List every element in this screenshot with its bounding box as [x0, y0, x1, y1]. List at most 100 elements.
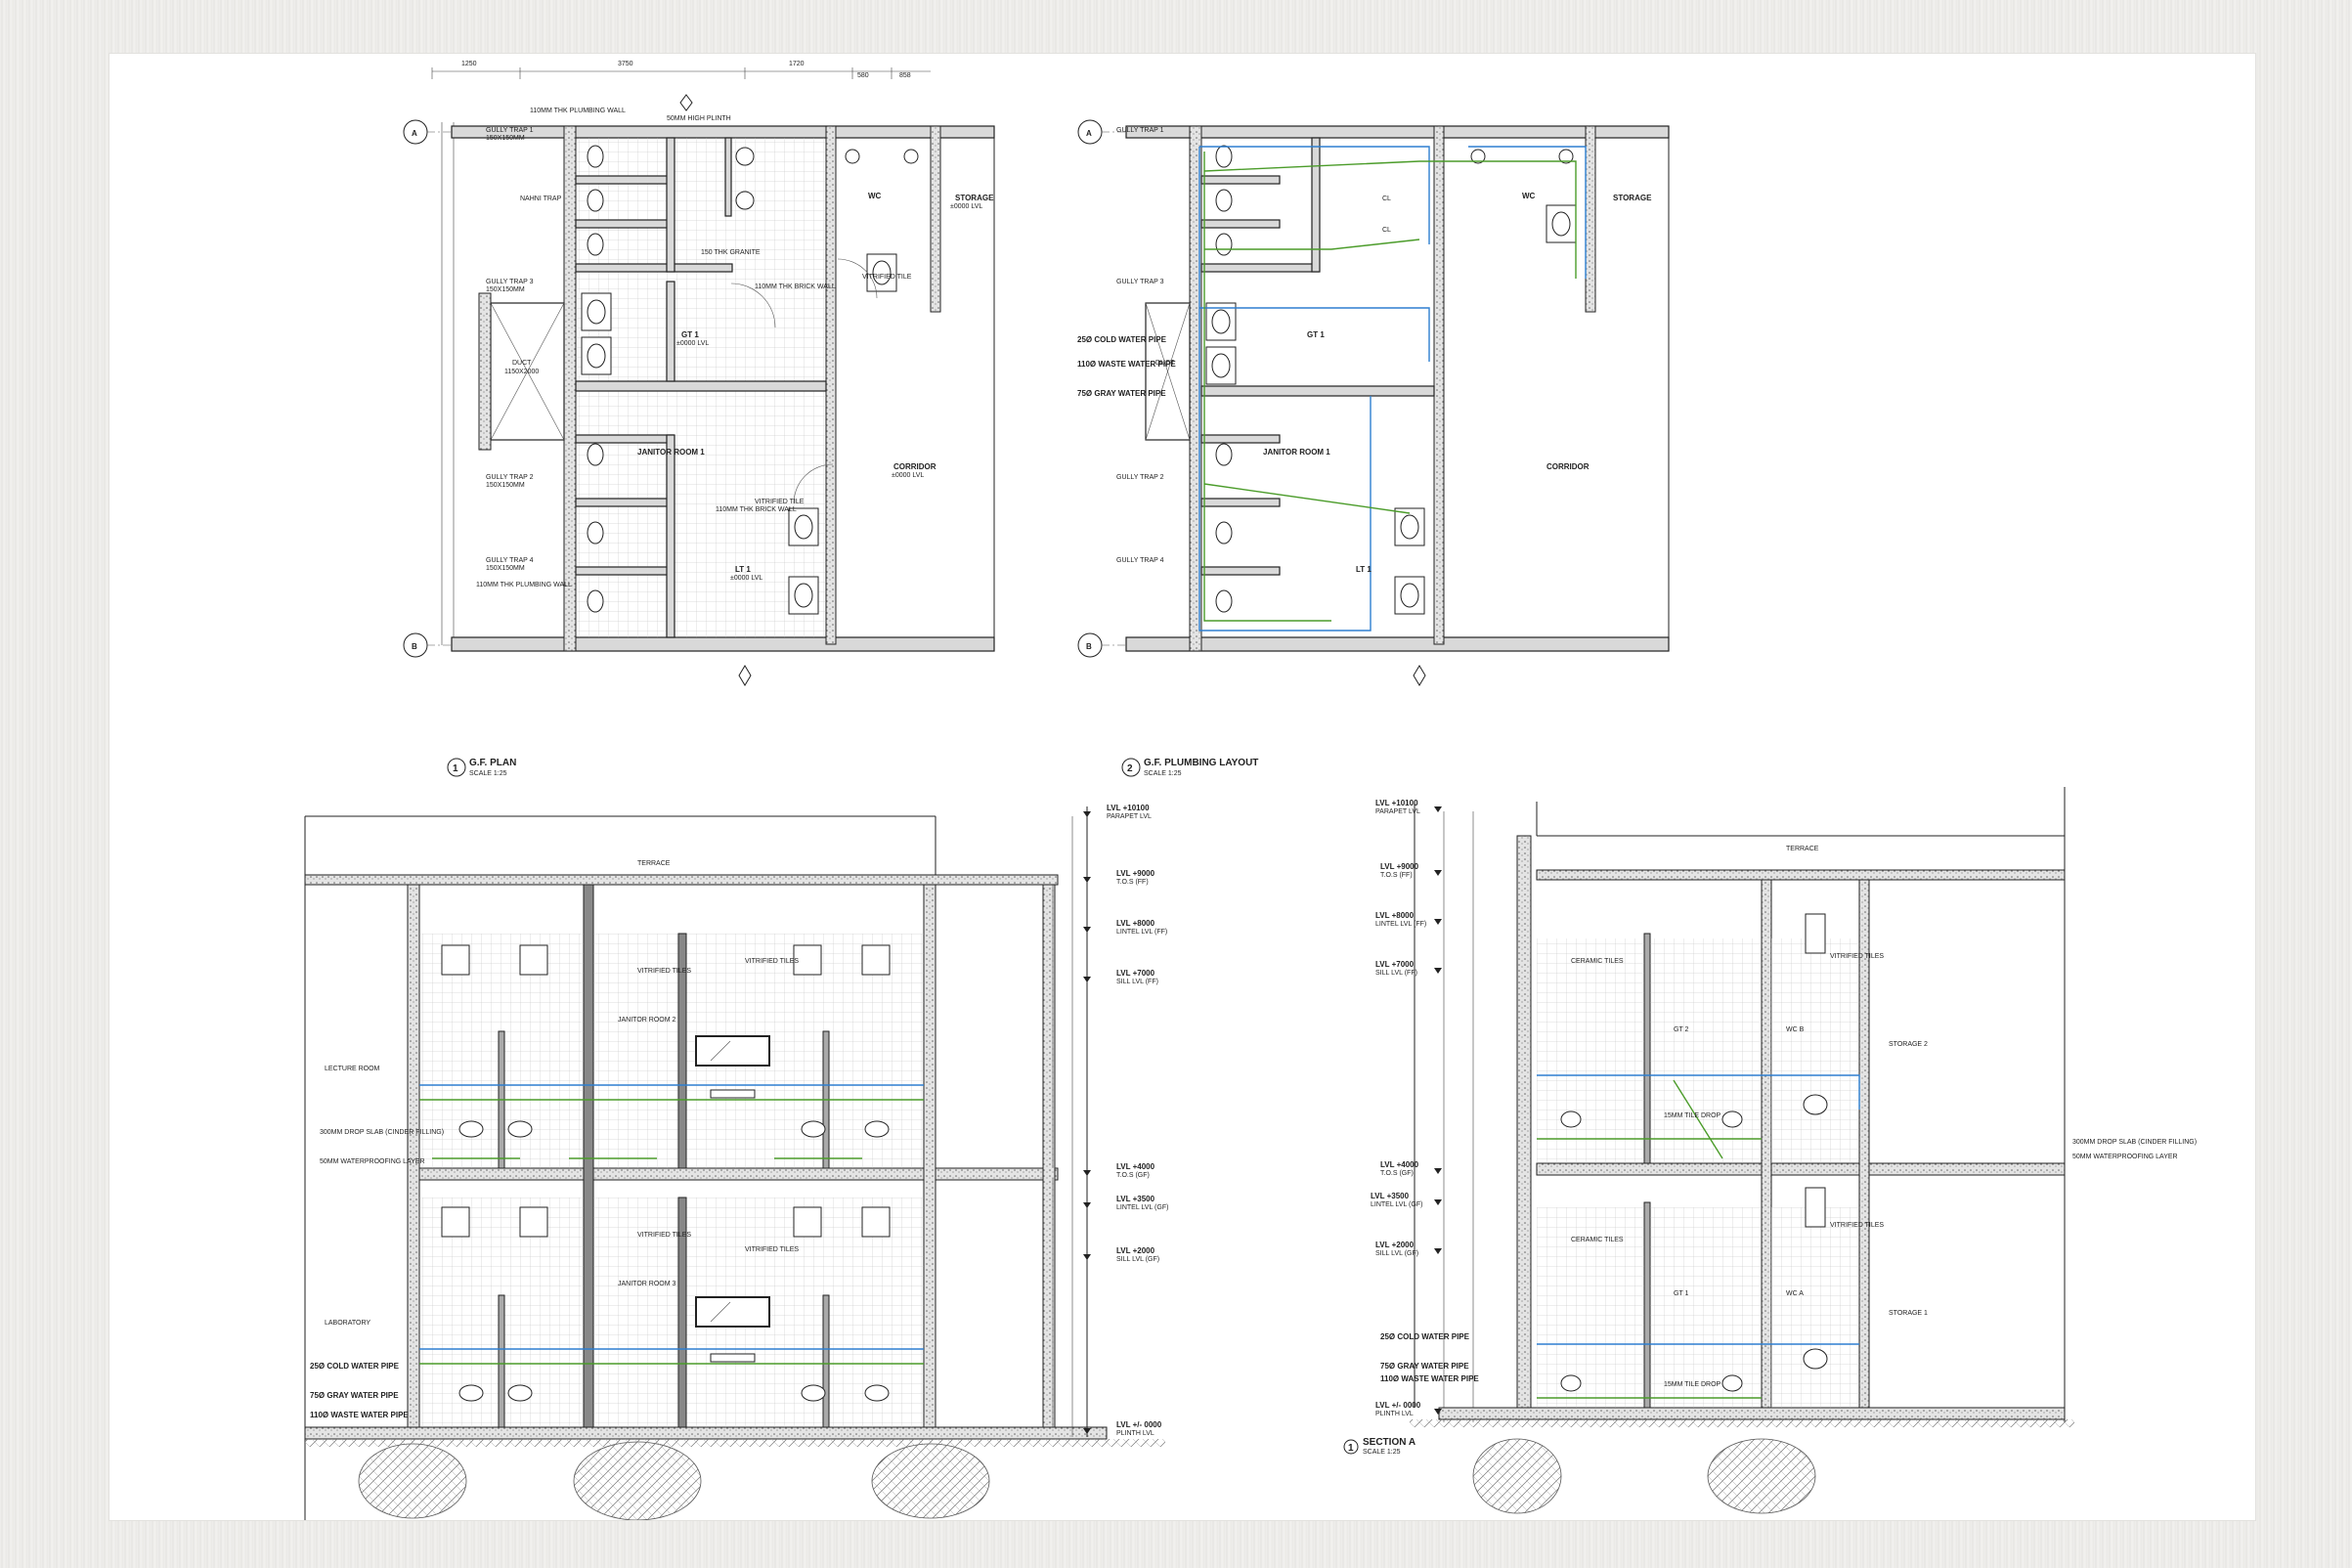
svg-text:PLINTH LVL: PLINTH LVL [1116, 1430, 1154, 1437]
level-sill-gf: LVL +2000 SILL LVL (GF) [1083, 1246, 1159, 1263]
section-dropslab: 300MM DROP SLAB (CINDER FILLING) [2072, 1139, 2197, 1146]
plumbing-gully2: GULLY TRAP 2 [1116, 474, 1164, 481]
note-gully1-size: 150X150MM [486, 135, 525, 142]
note-gully3: GULLY TRAP 3 [486, 279, 534, 285]
elev-dropslab: 300MM DROP SLAB (CINDER FILLING) [320, 1129, 444, 1136]
plumbing-corridor-label: CORRIDOR [1546, 462, 1590, 471]
section-storage1: STORAGE 1 [1889, 1310, 1928, 1317]
section-gt1: GT 1 [1674, 1290, 1689, 1297]
plan-scale: SCALE 1:25 [469, 770, 507, 777]
plumbing-title: G.F. PLUMBING LAYOUT [1144, 758, 1258, 768]
level-sill-ff: LVL +7000 SILL LVL (FF) [1083, 969, 1158, 985]
plumbing-scale: SCALE 1:25 [1144, 770, 1182, 777]
plan-title-bubble [447, 758, 466, 777]
elev-terrace: TERRACE [637, 860, 671, 867]
plumbing-gully4: GULLY TRAP 4 [1116, 557, 1164, 564]
plan-janitor-label: JANITOR ROOM 1 [637, 448, 705, 457]
svg-text:SILL LVL (GF): SILL LVL (GF) [1116, 1256, 1159, 1263]
svg-text:T.O.S (GF): T.O.S (GF) [1380, 1170, 1414, 1177]
section-scale: SCALE 1:25 [1363, 1449, 1401, 1456]
level-lintel-ff: LVL +8000 LINTEL LVL (FF) [1083, 919, 1167, 936]
section-ceramic-2: CERAMIC TILES [1571, 1237, 1624, 1243]
architectural-drawing: 1250 3750 1720 580 858 A B [304, 61, 2197, 1520]
level-parapet: LVL +10100 PARAPET LVL [1083, 804, 1152, 820]
plumbing-gully3: GULLY TRAP 3 [1116, 279, 1164, 285]
svg-text:PARAPET LVL: PARAPET LVL [1107, 813, 1152, 820]
note-vitrified: VITRIFIED TILE [862, 274, 912, 281]
svg-text:T.O.S (FF): T.O.S (FF) [1380, 872, 1413, 879]
svg-text:LVL +4000: LVL +4000 [1116, 1162, 1155, 1171]
dim-1: 1250 [461, 61, 477, 67]
section-tiledrop-1: 15MM TILE DROP [1664, 1112, 1721, 1119]
grid-label-a: A [412, 129, 417, 138]
ground-floor-plan: 1250 3750 1720 580 858 A B [403, 61, 995, 777]
section-vit-1: VITRIFIED TILES [1830, 953, 1884, 960]
plumbing-pipe-gray: 75Ø GRAY WATER PIPE [1077, 389, 1166, 398]
level-markers: LVL +10100 PARAPET LVL LVL +9000 T.O.S (… [1052, 804, 1168, 1437]
note-gully1: GULLY TRAP 1 [486, 127, 534, 134]
elev-janitor2: JANITOR ROOM 2 [618, 1017, 675, 1024]
plumbing-pipe-cold: 25Ø COLD WATER PIPE [1077, 335, 1167, 344]
note-brick: 110MM THK BRICK WALL [755, 283, 836, 290]
note-nahni: NAHNI TRAP [520, 196, 562, 202]
svg-text:LVL +7000: LVL +7000 [1116, 969, 1155, 978]
elev-pipe-waste: 110Ø WASTE WATER PIPE [310, 1411, 409, 1419]
section-pipe-cold: 25Ø COLD WATER PIPE [1380, 1332, 1470, 1341]
svg-text:PARAPET LVL: PARAPET LVL [1375, 808, 1420, 815]
elev-vit-2: VITRIFIED TILES [745, 1246, 799, 1253]
svg-text:SILL LVL (GF): SILL LVL (GF) [1375, 1250, 1418, 1257]
plan-title-number: 1 [453, 763, 458, 774]
elev-vit-3: VITRIFIED TILES [637, 968, 691, 975]
svg-text:LVL +3500: LVL +3500 [1371, 1192, 1410, 1200]
section-levels: LVL +10100 PARAPET LVL LVL +9000 T.O.S (… [1371, 799, 1442, 1417]
svg-text:LVL +8000: LVL +8000 [1116, 919, 1155, 928]
elev-vit-4: VITRIFIED TILES [637, 1232, 691, 1239]
svg-text:LVL +/- 0000: LVL +/- 0000 [1375, 1401, 1421, 1410]
section-a: LVL +10100 PARAPET LVL LVL +9000 T.O.S (… [1343, 787, 2197, 1514]
svg-text:T.O.S (GF): T.O.S (GF) [1116, 1172, 1150, 1179]
note-plumbing-wall-2: 110MM THK PLUMBING WALL [476, 582, 572, 588]
plumbing-wc-label: WC [1522, 192, 1536, 200]
section-wc-a: WC A [1786, 1290, 1804, 1297]
svg-text:LVL +9000: LVL +9000 [1116, 869, 1155, 878]
level-plinth: LVL +/- 0000 PLINTH LVL [1083, 1420, 1162, 1437]
duct-size: 1150X2000 [504, 369, 539, 375]
section-title-bubble [1343, 1439, 1359, 1455]
dim-2: 3750 [618, 61, 633, 67]
svg-text:LVL +9000: LVL +9000 [1380, 862, 1419, 871]
grid-label-b: B [412, 642, 417, 651]
svg-text:LVL +10100: LVL +10100 [1375, 799, 1418, 807]
elev-vit-1: VITRIFIED TILES [745, 958, 799, 965]
plumbing-title-bubble [1121, 758, 1141, 777]
level-tos-gf: LVL +4000 T.O.S (GF) [1083, 1162, 1155, 1179]
elev-laboratory: LABORATORY [325, 1320, 370, 1327]
section-title: SECTION A [1363, 1437, 1416, 1448]
plumbing-storage-label: STORAGE [1613, 194, 1652, 202]
section-storage2: STORAGE 2 [1889, 1041, 1928, 1048]
plan-corridor-label: CORRIDOR [893, 462, 936, 471]
elev-janitor3: JANITOR ROOM 3 [618, 1281, 675, 1287]
interior-elevation: TERRACE JANITOR ROOM 2 JANITOR ROOM 3 VI… [304, 815, 1165, 1520]
plumbing-cl-1: CL [1382, 196, 1391, 202]
note-high-plinth: 50MM HIGH PLINTH [667, 115, 731, 122]
plumbing-gt1-label: GT 1 [1307, 330, 1325, 339]
note-gully3-size: 150X150MM [486, 286, 525, 293]
dim-4: 580 [857, 72, 869, 79]
note-plumbing-wall: 110MM THK PLUMBING WALL [530, 108, 626, 114]
section-vit-2: VITRIFIED TILES [1830, 1222, 1884, 1229]
note-gully4-size: 150X150MM [486, 565, 525, 572]
svg-text:SILL LVL (FF): SILL LVL (FF) [1116, 979, 1158, 985]
svg-text:LVL +7000: LVL +7000 [1375, 960, 1415, 969]
plumbing-gully1: GULLY TRAP 1 [1116, 127, 1164, 134]
svg-text:LVL +8000: LVL +8000 [1375, 911, 1415, 920]
wc-fixtures [581, 145, 919, 615]
plumbing-lt1-label: LT 1 [1356, 565, 1372, 574]
note-gully4: GULLY TRAP 4 [486, 557, 534, 564]
note-gully2: GULLY TRAP 2 [486, 474, 534, 481]
dim-3: 1720 [789, 61, 805, 67]
dim-5: 858 [899, 72, 911, 79]
plumbing-title-number: 2 [1127, 763, 1133, 774]
plan-storage-label: STORAGE [955, 194, 994, 202]
elev-lecture: LECTURE ROOM [325, 1066, 380, 1072]
plumbing-layout-plan: A B DUCT [1077, 119, 1670, 777]
